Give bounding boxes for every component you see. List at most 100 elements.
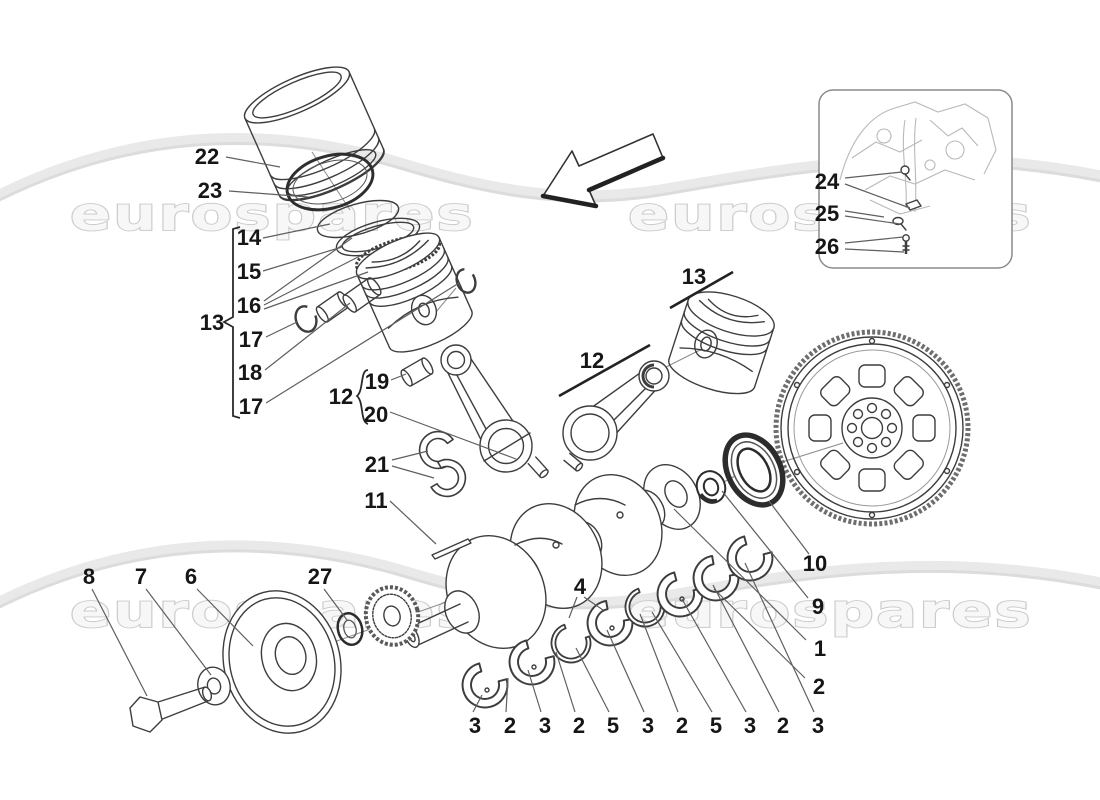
leader-line xyxy=(390,373,407,381)
leader-line xyxy=(91,588,148,697)
key xyxy=(431,538,472,560)
callout-7: 7 xyxy=(135,564,147,589)
callout-6: 6 xyxy=(185,564,197,589)
piston-1 xyxy=(355,232,473,353)
leader-line xyxy=(844,248,905,253)
leader-line xyxy=(844,183,911,209)
inset-fasteners xyxy=(892,165,922,254)
callout-16: 16 xyxy=(237,293,261,318)
callout-13: 13 xyxy=(682,264,706,289)
callout-3: 3 xyxy=(812,713,824,738)
seal-ring xyxy=(336,611,364,647)
callout-3: 3 xyxy=(642,713,654,738)
inset-box xyxy=(818,89,1013,269)
leader-line xyxy=(575,647,610,713)
piston-2 xyxy=(668,291,775,395)
crankshaft xyxy=(404,464,701,650)
inset-engine-art xyxy=(839,101,997,215)
main-bearing-shells xyxy=(453,532,779,717)
leader-line xyxy=(228,190,309,198)
leader-line xyxy=(391,450,429,461)
callout-15: 15 xyxy=(237,259,261,284)
callout-14: 14 xyxy=(237,225,262,250)
leader-line xyxy=(606,629,645,713)
leader-line xyxy=(323,588,348,621)
leader-line xyxy=(505,677,509,713)
rod-bearing-shells xyxy=(415,427,471,502)
leader-line xyxy=(583,596,604,611)
leader-line xyxy=(844,171,903,179)
callout-8: 8 xyxy=(83,564,95,589)
callout-20: 20 xyxy=(364,402,388,427)
callout-2: 2 xyxy=(504,713,516,738)
callout-18: 18 xyxy=(238,360,262,385)
leader-line xyxy=(527,669,542,713)
leader-line xyxy=(265,282,460,404)
leader-line xyxy=(712,584,780,713)
callout-13: 13 xyxy=(200,310,224,335)
o-ring xyxy=(285,152,375,212)
leader-line xyxy=(651,611,713,713)
callout-22: 22 xyxy=(195,144,219,169)
cylinder-liner xyxy=(243,66,385,202)
callout-5: 5 xyxy=(710,713,722,738)
callout-21: 21 xyxy=(365,452,389,477)
flywheel xyxy=(773,329,971,527)
leader-lines xyxy=(91,156,911,713)
leader-line xyxy=(721,490,809,599)
leader-line xyxy=(744,562,815,713)
bolt xyxy=(129,686,213,733)
callout-3: 3 xyxy=(539,713,551,738)
callout-17: 17 xyxy=(239,327,263,352)
leader-line xyxy=(265,321,298,338)
callout-5: 5 xyxy=(607,713,619,738)
connecting-rod-1 xyxy=(440,344,549,479)
watermark-text: eurospares xyxy=(70,187,475,241)
wrist-pin xyxy=(315,277,382,323)
sprocket xyxy=(363,585,421,647)
leader-line xyxy=(263,237,353,302)
leader-line xyxy=(673,508,807,641)
callout-3: 3 xyxy=(744,713,756,738)
leader-line xyxy=(145,588,212,676)
callout-4: 4 xyxy=(574,574,587,599)
callout-brackets xyxy=(222,226,369,425)
circlip xyxy=(455,268,477,294)
pulley xyxy=(222,590,342,734)
callout-2: 2 xyxy=(676,713,688,738)
callout-26: 26 xyxy=(815,234,839,259)
leader-line xyxy=(389,500,437,545)
callout-2: 2 xyxy=(813,674,825,699)
watermark-text: eurospares xyxy=(628,584,1033,638)
leader-line xyxy=(844,210,885,218)
direction-arrow-icon xyxy=(540,133,666,209)
pilot-bearing xyxy=(695,470,727,504)
callout-underline xyxy=(669,270,734,310)
callout-19: 19 xyxy=(365,369,389,394)
leader-line xyxy=(391,465,435,479)
leader-line xyxy=(472,694,483,713)
leader-line xyxy=(844,215,901,225)
callout-3: 3 xyxy=(469,713,481,738)
leader-line xyxy=(639,613,679,713)
callout-2: 2 xyxy=(573,713,585,738)
callout-1: 1 xyxy=(814,636,826,661)
callout-9: 9 xyxy=(812,594,824,619)
leader-line xyxy=(196,588,254,647)
leader-line xyxy=(264,302,351,371)
leader-line xyxy=(568,596,578,619)
callout-12: 12 xyxy=(580,348,604,373)
leader-line xyxy=(263,271,369,310)
callout-24: 24 xyxy=(815,169,840,194)
leader-line xyxy=(768,500,810,555)
leader-line xyxy=(713,588,806,679)
callout-2: 2 xyxy=(777,713,789,738)
callout-25: 25 xyxy=(815,201,839,226)
callout-17: 17 xyxy=(239,394,263,419)
callout-underline xyxy=(558,343,651,398)
leader-line xyxy=(389,411,517,460)
callout-12: 12 xyxy=(329,384,353,409)
leader-line xyxy=(263,255,361,306)
